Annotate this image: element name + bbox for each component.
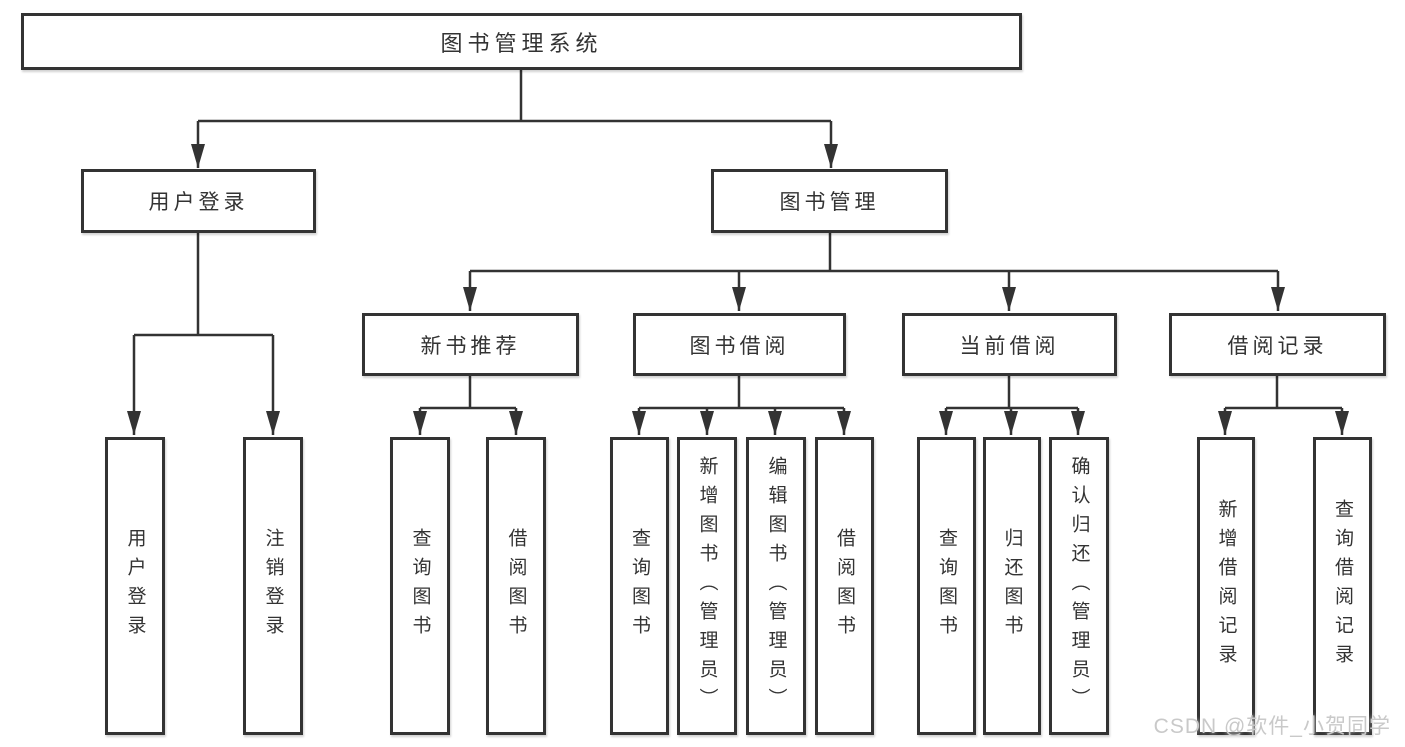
node-label: 借阅图书 <box>505 528 527 644</box>
node-confirm-return-admin: 确认归还（管理员） <box>1049 437 1109 735</box>
node-logout: 注销登录 <box>243 437 303 735</box>
node-label: 当前借阅 <box>959 334 1060 358</box>
node-label: 确认归还（管理员） <box>1068 455 1090 717</box>
node-borrow-books-borrowing: 借阅图书 <box>815 437 874 735</box>
node-label: 查询图书 <box>936 528 957 644</box>
node-label: 借阅图书 <box>834 528 855 644</box>
node-label: 新增借阅记录 <box>1215 499 1237 673</box>
node-add-books-admin: 新增图书（管理员） <box>677 437 737 735</box>
node-new-book-recommend: 新书推荐 <box>362 313 579 376</box>
node-label: 借阅记录 <box>1227 334 1328 358</box>
node-return-books: 归还图书 <box>983 437 1041 735</box>
node-root: 图书管理系统 <box>21 13 1022 70</box>
node-label: 用户登录 <box>124 528 146 644</box>
node-borrowing-records: 借阅记录 <box>1169 313 1386 376</box>
watermark: CSDN @软件_小贺同学 <box>1153 715 1391 738</box>
node-label: 用户登录 <box>148 191 249 214</box>
node-query-books-current: 查询图书 <box>917 437 976 735</box>
node-label: 注销登录 <box>262 528 284 644</box>
node-label: 查询图书 <box>409 528 431 644</box>
node-label: 图书管理系统 <box>440 30 603 56</box>
node-label: 图书借阅 <box>689 334 790 358</box>
node-label: 图书管理 <box>779 191 880 214</box>
node-label: 查询借阅记录 <box>1332 499 1353 673</box>
node-edit-books-admin: 编辑图书（管理员） <box>746 437 806 735</box>
node-user-login: 用户登录 <box>105 437 165 735</box>
node-label: 归还图书 <box>1001 528 1023 644</box>
node-borrow-books-recommend: 借阅图书 <box>486 437 546 735</box>
node-query-borrow-record: 查询借阅记录 <box>1313 437 1372 735</box>
node-label: 新书推荐 <box>420 334 521 358</box>
node-label: 新增图书（管理员） <box>696 455 718 717</box>
node-book-management: 图书管理 <box>711 169 948 233</box>
node-label: 查询图书 <box>629 528 650 644</box>
node-current-borrowing: 当前借阅 <box>902 313 1117 376</box>
node-label: 编辑图书（管理员） <box>765 455 787 717</box>
node-user-login-group: 用户登录 <box>81 169 316 233</box>
node-query-books-borrowing: 查询图书 <box>610 437 669 735</box>
node-add-borrow-record: 新增借阅记录 <box>1197 437 1255 735</box>
node-book-borrowing: 图书借阅 <box>633 313 846 376</box>
node-query-books-recommend: 查询图书 <box>390 437 450 735</box>
